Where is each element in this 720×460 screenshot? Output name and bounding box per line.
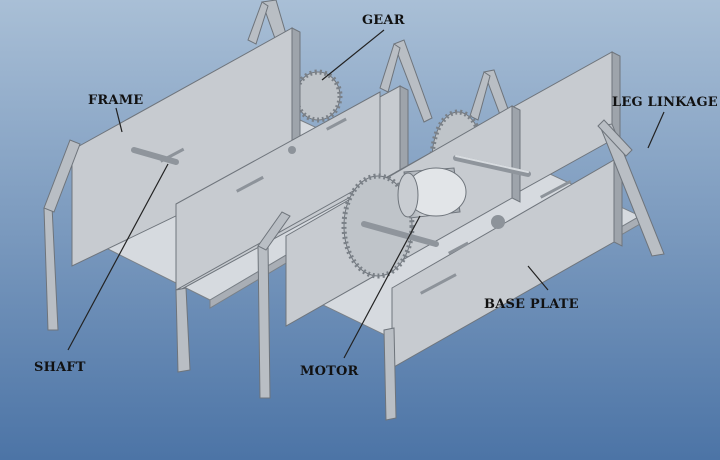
base-plate-label: BASE PLATE xyxy=(484,297,579,312)
left-inner-wall-edge xyxy=(399,85,409,175)
gear-leader xyxy=(321,29,385,81)
leg-front-4 xyxy=(383,327,397,421)
frame-leader xyxy=(115,107,123,133)
shaft-label: SHAFT xyxy=(34,360,86,375)
right-front-wall-edge xyxy=(511,105,521,203)
left-module xyxy=(71,27,409,291)
right-front-gear-teeth xyxy=(341,173,415,279)
right-upper-shaft-highlight xyxy=(455,155,529,173)
left-middle-slot-2 xyxy=(326,117,347,131)
right-upper-shaft xyxy=(453,155,531,177)
leg-rear-2 xyxy=(393,39,433,123)
leg-rear-3-foot xyxy=(469,71,491,121)
outer-wall-slot-3 xyxy=(448,241,469,255)
outer-wall-hole xyxy=(491,215,505,229)
leg-linkage-leader xyxy=(647,111,665,149)
leg-front-3 xyxy=(257,243,271,399)
annotations: GEAR FRAME LEG LINKAGE SHAFT MOTOR BASE … xyxy=(34,13,718,379)
right-module xyxy=(285,51,623,369)
frame-shaft-stub xyxy=(131,147,179,165)
leg-linkage-label: LEG LINKAGE xyxy=(612,95,718,110)
motor-label: MOTOR xyxy=(300,364,359,379)
right-lower-shaft xyxy=(361,221,439,247)
front-legs xyxy=(43,119,665,421)
leg-front-2 xyxy=(175,287,191,373)
outer-wall-slot-2 xyxy=(420,273,457,295)
outer-wall-slot-1 xyxy=(540,180,572,199)
leg-rear-2-foot xyxy=(379,43,401,93)
leg-front-1-link xyxy=(43,139,81,213)
leg-rear-1-foot xyxy=(247,1,269,45)
gear-label: GEAR xyxy=(362,13,405,28)
motor-leader xyxy=(343,215,421,359)
frame-label: FRAME xyxy=(88,93,143,108)
motor-face xyxy=(397,172,419,218)
leg-front-3-link xyxy=(257,211,291,251)
leg-front-5-link xyxy=(597,119,633,157)
left-middle-slot-1 xyxy=(236,175,264,193)
shaft-leader xyxy=(67,163,169,351)
base-plate-leader xyxy=(527,265,549,291)
left-middle-hole xyxy=(288,146,296,154)
